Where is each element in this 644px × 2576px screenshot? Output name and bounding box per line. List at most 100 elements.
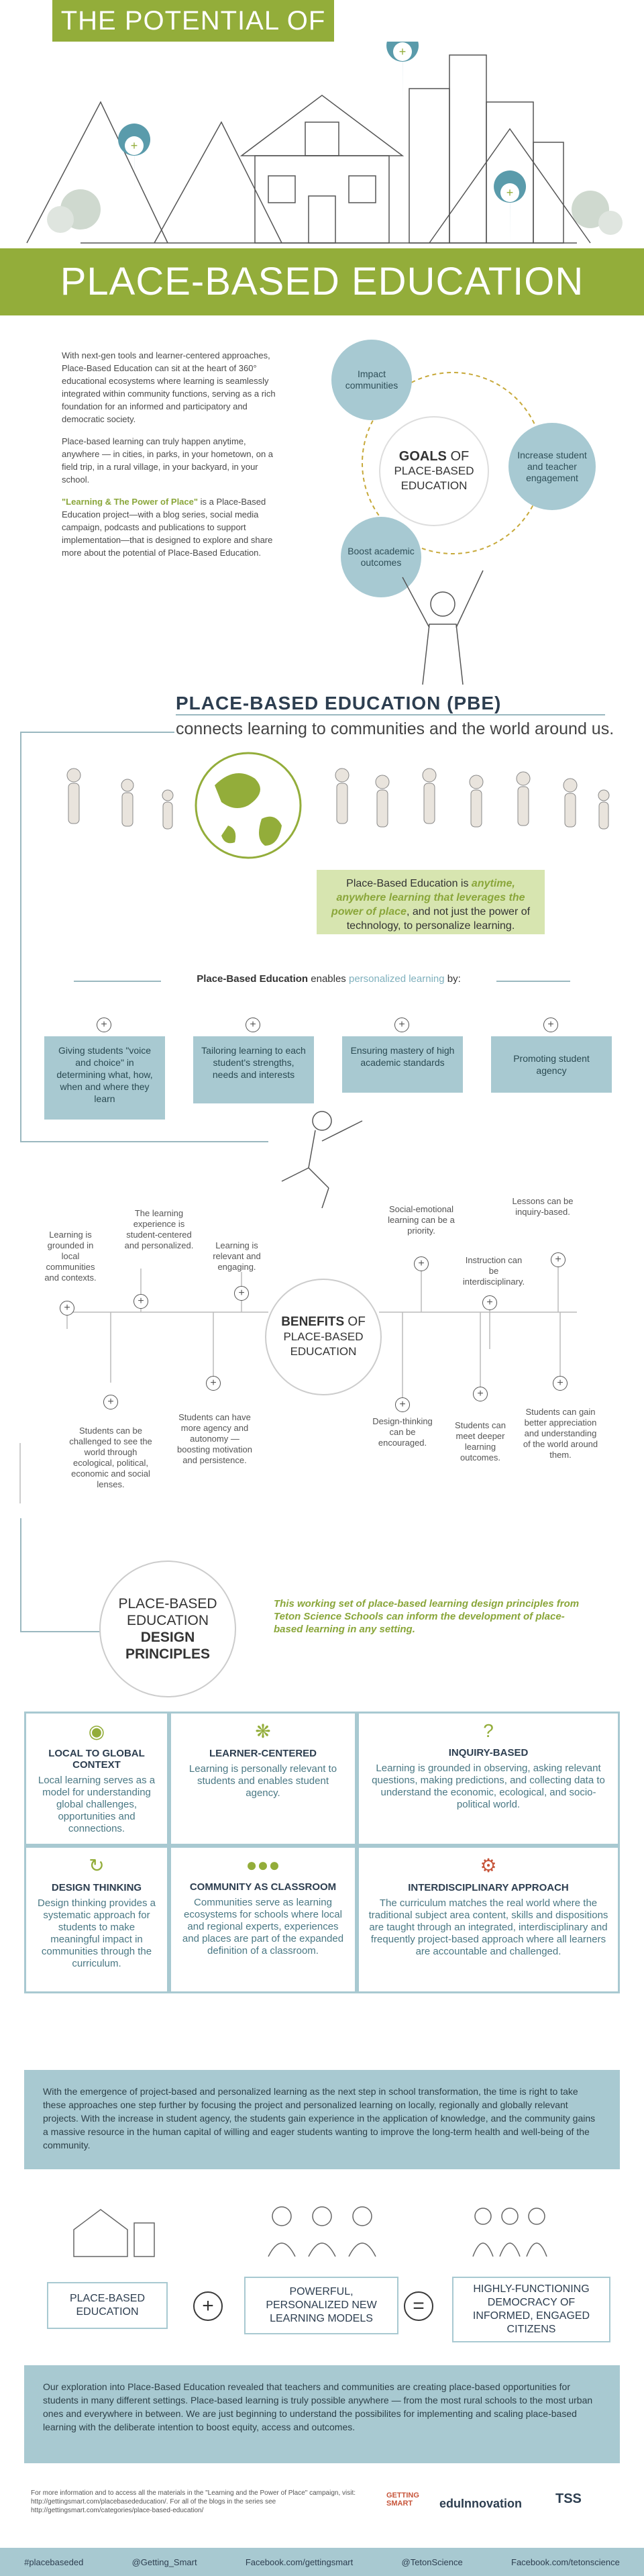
goal-impact-communities: Impact communities (331, 340, 412, 420)
design-principles-note: This working set of place-based learning… (274, 1598, 580, 1635)
map-pin-icon: + (386, 42, 419, 102)
plus-icon: + (482, 1295, 497, 1310)
plus-icon: + (133, 1294, 148, 1309)
house-roof (239, 95, 405, 156)
callout-emphasis: anytime, anywhere learning that leverage… (331, 878, 525, 918)
tss-logo: TSS (555, 2491, 582, 2506)
connector-line (20, 732, 21, 1141)
plus-icon: + (543, 1018, 558, 1032)
pbe-subtitle: connects learning to communities and the… (176, 720, 614, 738)
trees (47, 189, 623, 235)
benefit-relevant: Learning is relevant and engaging. (213, 1240, 261, 1272)
plus-icon: + (206, 1376, 221, 1391)
plus-icon: + (193, 2291, 223, 2321)
equation-place-based: PLACE-BASED EDUCATION (47, 2282, 168, 2329)
pbe-box-agency: Promoting student agency (491, 1036, 612, 1093)
svg-text:+: + (399, 45, 407, 58)
connector-line (20, 1141, 268, 1142)
design-principles-circle: PLACE-BASED EDUCATION DESIGN PRINCIPLES (99, 1561, 236, 1697)
benefit-grounded: Learning is grounded in local communitie… (44, 1230, 97, 1283)
sunburst-person-icon: ❋ (255, 1721, 271, 1742)
connector-line (20, 732, 174, 733)
pbe-box-tailoring: Tailoring learning to each student's str… (193, 1036, 314, 1103)
hero-title-main: PLACE-BASED EDUCATION (0, 248, 644, 315)
plus-icon: + (473, 1387, 488, 1401)
goals-center-bold: GOALS (398, 449, 447, 464)
benefit-social-emotional: Social-emotional learning can be a prior… (388, 1204, 455, 1236)
hashtag-link[interactable]: #placebaseded (24, 2557, 84, 2567)
enables-line: Place-Based Education enables personaliz… (161, 973, 496, 985)
plus-icon: + (553, 1376, 568, 1391)
pbe-box-voice-choice: Giving students "voice and choice" in de… (44, 1036, 165, 1120)
plus-icon: + (414, 1256, 429, 1271)
getting-smart-facebook-link[interactable]: Facebook.com/gettingsmart (245, 2557, 354, 2567)
cycle-icon: ↻ (89, 1855, 105, 1876)
principle-design-thinking: ↻ DESIGN THINKING Design thinking provid… (24, 1846, 169, 1993)
benefit-student-centered: The learning experience is student-cente… (124, 1208, 194, 1250)
equation-illustrations (73, 2206, 547, 2257)
svg-text:+: + (131, 139, 138, 152)
plus-icon: + (246, 1018, 260, 1032)
pbe-box-mastery: Ensuring mastery of high academic standa… (342, 1036, 463, 1093)
benefit-lenses: Students can be challenged to see the wo… (69, 1426, 152, 1489)
transformation-band: With the emergence of project-based and … (24, 2070, 620, 2169)
breakdancer-icon (281, 1111, 363, 1208)
svg-text:+: + (506, 186, 514, 199)
benefit-inquiry: Lessons can be inquiry-based. (512, 1196, 574, 1217)
connector-line (20, 1631, 101, 1632)
map-pin-icon: + (494, 170, 527, 243)
divider (176, 714, 605, 715)
house-window-right (348, 175, 376, 203)
benefit-interdisciplinary: Instruction can be interdisciplinary. (462, 1255, 525, 1287)
house-icon (73, 2209, 128, 2257)
footer-note: For more information and to access all t… (31, 2489, 356, 2514)
personalized-learning-link[interactable]: personalized learning (348, 973, 445, 985)
principle-interdisciplinary: ⚙ INTERDISCIPLINARY APPROACH The curricu… (357, 1846, 620, 1993)
mountain-mid (154, 121, 282, 244)
footer-bar: #placebaseded @Getting_Smart Facebook.co… (0, 2548, 644, 2576)
intro-paragraph-3: "Learning & The Power of Place" is a Pla… (62, 497, 273, 558)
house-door (308, 195, 336, 244)
getting-smart-twitter-link[interactable]: @Getting_Smart (131, 2557, 197, 2567)
goals-center-rest: PLACE-BASED EDUCATION (394, 464, 474, 492)
building-2 (449, 54, 487, 244)
hero-title-top: THE POTENTIAL OF (52, 0, 334, 42)
plus-icon: + (395, 1397, 410, 1412)
eduinnovation-logo: eduInnovation (439, 2497, 522, 2510)
getting-smart-logo: GETTING SMART (386, 2491, 419, 2508)
exploration-band: Our exploration into Place-Based Educati… (24, 2365, 620, 2463)
building-4 (533, 142, 564, 244)
goals-center: GOALS OF PLACE-BASED EDUCATION (379, 416, 489, 526)
benefit-deeper-learning: Students can meet deeper learning outcom… (455, 1420, 506, 1463)
equation-learning-models: POWERFUL, PERSONALIZED NEW LEARNING MODE… (244, 2277, 398, 2334)
building-1 (409, 88, 450, 244)
plus-icon: + (551, 1252, 566, 1267)
intro-paragraph-1: With next-gen tools and learner-centered… (62, 350, 276, 424)
plus-icon: + (394, 1018, 409, 1032)
house-gable-window (305, 121, 339, 156)
pbe-callout: Place-Based Education is anytime, anywhe… (317, 870, 545, 934)
project-link[interactable]: "Learning & The Power of Place" (62, 497, 199, 507)
benefits-connectors (19, 1255, 577, 1503)
gears-icon: ⚙ (480, 1855, 497, 1876)
plus-icon: + (97, 1018, 111, 1032)
mountain-left (26, 101, 168, 244)
hero-illustration: + + + (26, 42, 623, 244)
house-window-left (268, 175, 296, 203)
plus-icon: + (103, 1395, 118, 1409)
plus-icon: + (234, 1286, 249, 1301)
intro-paragraph-2: Place-based learning can truly happen an… (62, 436, 274, 485)
people-group-icon: ●●● (246, 1854, 280, 1875)
plus-icon: + (60, 1301, 74, 1316)
cheering-person-icon (402, 570, 484, 685)
teton-facebook-link[interactable]: Facebook.com/tetonscience (511, 2557, 620, 2567)
map-pin-icon: + (118, 123, 151, 189)
teton-twitter-link[interactable]: @TetonScience (401, 2557, 463, 2567)
principle-community-classroom: ●●● COMMUNITY AS CLASSROOM Communities s… (169, 1846, 357, 1993)
principle-local-global: ◉ LOCAL TO GLOBAL CONTEXT Local learning… (24, 1712, 169, 1846)
goal-increase-engagement: Increase student and teacher engagement (508, 423, 596, 510)
principle-inquiry-based: ? INQUIRY-BASED Learning is grounded in … (357, 1712, 620, 1846)
globe-and-people-illustration (66, 752, 610, 859)
equals-icon: = (404, 2291, 433, 2321)
globe-pin-icon: ◉ (88, 1721, 105, 1742)
